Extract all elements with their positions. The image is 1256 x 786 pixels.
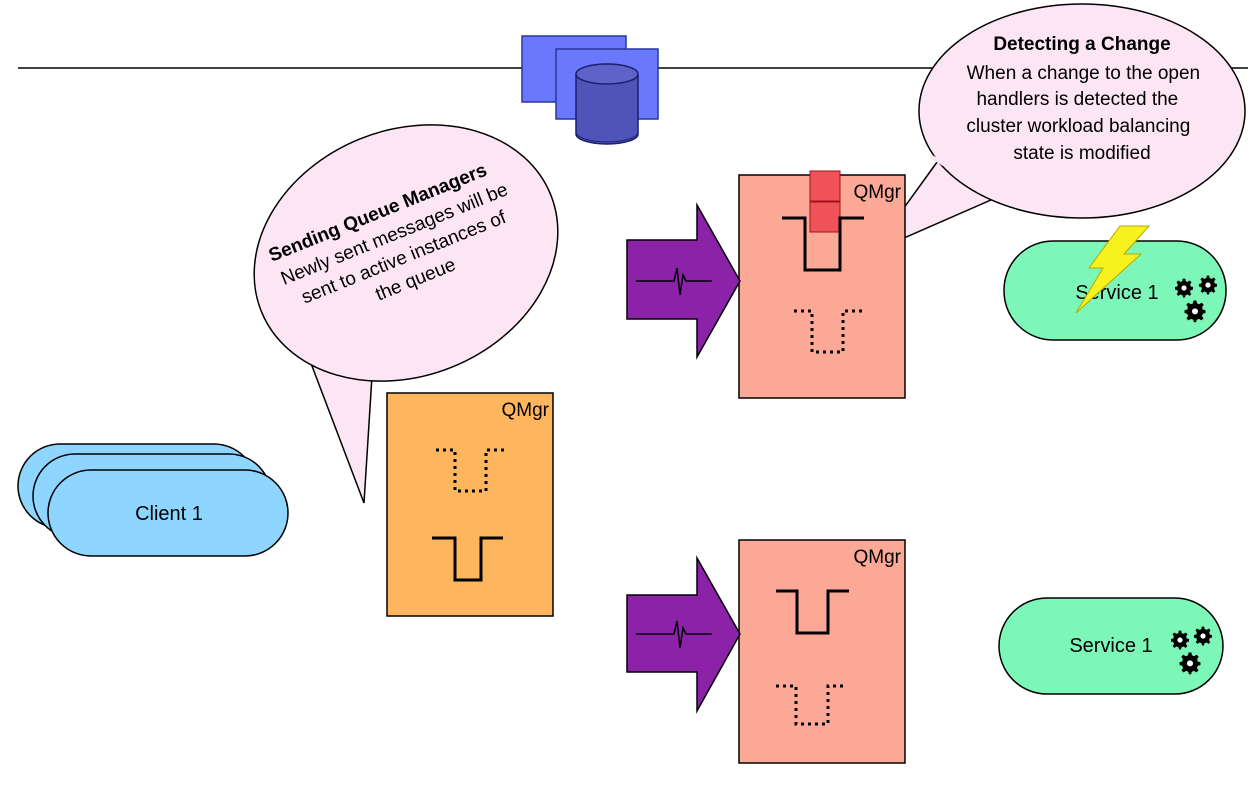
active-queue-icon [782, 216, 864, 272]
remote-queue-icon [794, 309, 862, 354]
detecting-change-line-1: When a change to the open [967, 63, 1200, 84]
top-qmgr-box: QMgr [738, 170, 906, 399]
bottom-service: Service 1 [998, 597, 1224, 695]
sending-queue-managers-callout: Sending Queue Managers Newly sent messag… [253, 124, 559, 504]
sending-qmgr-box: QMgr [386, 392, 554, 617]
bottom-qmgr-label: QMgr [854, 547, 902, 568]
svg-text:Detecting a Change: Detecting a Change [993, 34, 1170, 55]
message-icon [809, 201, 841, 233]
svg-text:When a change to the open: When a change to the open handlers is de… [966, 63, 1205, 164]
top-qmgr-label: QMgr [854, 182, 902, 203]
client-label: Client 1 [135, 503, 203, 525]
bottom-qmgr-box: QMgr [738, 539, 906, 764]
arrow-to-bottom-qmgr [626, 555, 741, 714]
bottom-service-label: Service 1 [1069, 635, 1152, 657]
lightning-icon [1075, 225, 1151, 314]
detecting-change-line-3: cluster workload balancing [966, 116, 1190, 137]
arrow-to-top-qmgr [626, 202, 741, 360]
sending-qmgr-label: QMgr [502, 400, 550, 421]
remote-queue-icon [776, 684, 846, 726]
message-icon [809, 170, 841, 202]
local-queue-icon [432, 536, 503, 582]
detecting-change-callout: Detecting a Change When a change to the … [869, 3, 1246, 254]
detecting-change-title: Detecting a Change [993, 34, 1170, 55]
top-service: Service 1 [1003, 225, 1227, 341]
detecting-change-line-2: handlers is detected the [976, 89, 1178, 110]
detecting-change-line-4: state is modified [1013, 143, 1150, 164]
local-queue-icon [776, 589, 849, 635]
client-stack: Client 1 [17, 443, 289, 557]
server-database-icon [521, 35, 659, 145]
remote-queue-icon [436, 448, 505, 493]
